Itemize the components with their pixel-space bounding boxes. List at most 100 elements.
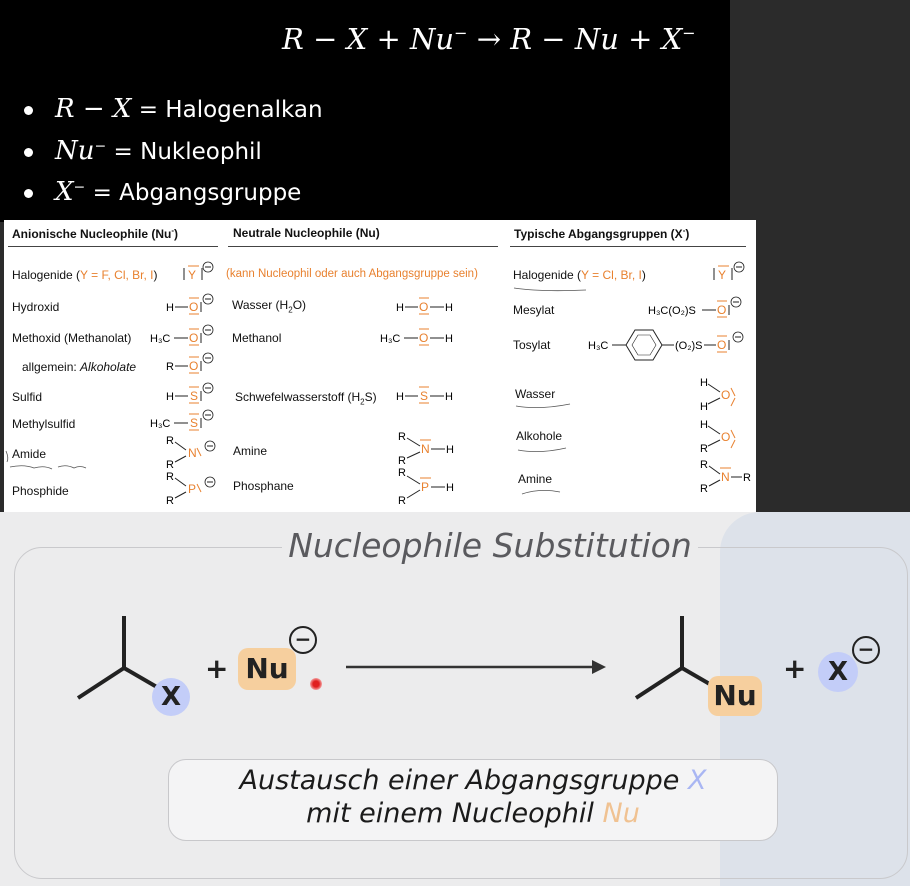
scheme-caption: Austausch einer Abgangsgruppe X mit eine… [168, 759, 778, 841]
struct-abg-alcohol: H R O [698, 418, 742, 461]
bullet-dot [24, 106, 33, 115]
handwritten-underlines [513, 287, 587, 495]
row-abg-halogenide: Halogenide (Y = Cl, Br, I) [513, 268, 646, 282]
struct-mesylate: H₃C(O₂)S O [648, 296, 748, 322]
struct-water: H O H [396, 296, 456, 319]
equation-panel: R − X + Nu− → R − Nu + X− R − X = Haloge… [0, 0, 730, 222]
struct-amide: R R N [166, 434, 216, 473]
col2-note: (kann Nucleophil oder auch Abgangsgruppe… [226, 268, 478, 280]
atom-r: R [398, 455, 406, 467]
struct-hydroxide: H O [166, 293, 214, 319]
scheme-title-text: Nucleophile Substitution [282, 526, 698, 565]
bullet-dot [24, 189, 33, 198]
atom-o: O [189, 331, 198, 345]
col3-header-end: ) [685, 227, 690, 241]
col1-header-end: ) [174, 227, 179, 241]
row-end: S) [364, 390, 377, 404]
eq-x2-charge: − [682, 23, 696, 43]
row-methanol: Methanol [232, 331, 282, 345]
row-methoxid: Methoxid (Methanolat) [12, 331, 132, 345]
atom-h: H [446, 482, 454, 494]
negative-charge-icon: − [289, 626, 317, 654]
row-phosphane: Phosphane [233, 479, 294, 493]
atom-tosyl: (O₂)S [675, 340, 703, 352]
row-abg-wasser: Wasser [515, 387, 556, 401]
atom-y: Y [188, 268, 196, 282]
caption-text: mit einem Nucleophil [306, 798, 603, 829]
struct-methoxide: H₃C O [150, 324, 214, 350]
row-mesylat: Mesylat [513, 303, 555, 317]
struct-abg-water: H H O [698, 376, 742, 419]
eq-x: X [346, 22, 368, 56]
eq-minus2: − [541, 22, 566, 56]
atom-h: H [396, 391, 404, 403]
released-x: X [818, 652, 858, 692]
atom-h: H [396, 302, 404, 314]
row-label: allgemein: [22, 360, 81, 374]
row-alkohole: Alkohole [516, 429, 563, 443]
col1-rule [8, 246, 218, 247]
nucleophile-table: Anionische Nucleophile (Nu-) Halogenide … [4, 220, 756, 512]
bullet-symbol: R − X [55, 94, 132, 124]
reaction-equation: R − X + Nu− → R − Nu + X− [282, 22, 696, 56]
bullet-dot [24, 148, 33, 157]
row-wasser: Wasser (H2O) [232, 298, 306, 314]
bullet-sup: − [73, 179, 86, 196]
product-nu: Nu [708, 676, 762, 716]
caption-x: X [687, 765, 707, 796]
atom-h: H [700, 419, 708, 431]
atom-o: O [189, 359, 198, 373]
atom-h: H [166, 302, 174, 314]
row-sub: 2 [288, 305, 293, 315]
atom-mesyl: H₃C(O₂)S [648, 305, 696, 317]
atom-h: H [445, 302, 453, 314]
atom-o: O [189, 300, 198, 314]
struct-methanol: H₃C O H [380, 327, 460, 350]
atom-r: R [700, 483, 708, 495]
struct-sulfide: H S [166, 382, 214, 408]
atom-n: N [188, 446, 197, 460]
row-methylsulfid: Methylsulfid [12, 417, 76, 431]
col3-header-text: Typische Abgangsgruppen (X [514, 227, 683, 241]
atom-o: O [721, 388, 730, 402]
row-end: O) [292, 298, 307, 312]
atom-s: S [190, 389, 198, 403]
atom-p: P [188, 482, 196, 496]
atom-o: O [717, 303, 726, 317]
eq-arrow: → [476, 22, 501, 56]
eq-minus: − [313, 22, 338, 56]
eq-r: R [282, 22, 304, 56]
struct-phosphide: R R P [166, 470, 216, 509]
atom-r: R [743, 472, 751, 484]
bullet-symbol: Nu [55, 136, 95, 166]
atom-h: H [700, 377, 708, 389]
atom-r: R [166, 459, 174, 471]
atom-n: N [721, 470, 730, 484]
row-label: Halogenide ( [513, 268, 582, 282]
row-label: Schwefelwasserstoff (H [235, 390, 361, 404]
row-amine: Amine [233, 444, 268, 458]
row-sulfid: Sulfid [12, 390, 43, 404]
atom-s: S [420, 389, 428, 403]
eq-nu-charge: − [454, 23, 468, 43]
row-orange: Y = Cl, Br, I [581, 268, 642, 282]
struct-h2s: H S H [396, 385, 456, 408]
struct-abg-halide: Y [712, 261, 746, 287]
scheme-title: Nucleophile Substitution [0, 526, 910, 565]
row-tosylat: Tosylat [513, 338, 551, 352]
bullet-text: = Abgangsgruppe [92, 180, 302, 206]
row-halogenide: Halogenide (Y = F, Cl, Br, I) [12, 268, 158, 282]
row-abg-amine: Amine [518, 472, 553, 486]
caption-text: Austausch einer Abgangsgruppe [239, 765, 688, 796]
caption-line-2: mit einem Nucleophil Nu [169, 797, 777, 830]
row-hydroxid: Hydroxid [12, 300, 60, 314]
struct-abg-amine: R R N R [700, 458, 756, 501]
eq-nu2: Nu [574, 22, 619, 56]
atom-h: H [700, 401, 708, 413]
atom-r: R [166, 361, 174, 373]
negative-charge-icon-2: − [852, 636, 880, 664]
atom-o: O [717, 338, 726, 352]
atom-o: O [419, 331, 428, 345]
atom-n: N [421, 442, 430, 456]
eq-plus: + [376, 22, 401, 56]
